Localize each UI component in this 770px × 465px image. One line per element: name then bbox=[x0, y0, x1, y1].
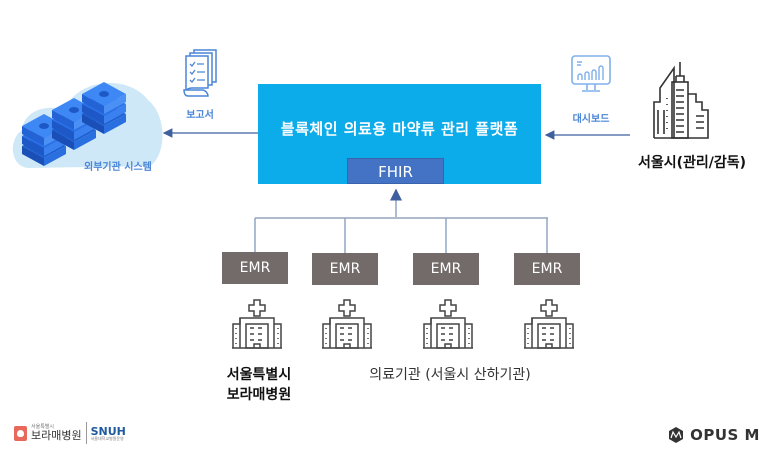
boramae-logo-name: 보라매병원 bbox=[31, 429, 82, 442]
hospital-icon bbox=[421, 298, 477, 354]
logo-divider bbox=[85, 422, 87, 444]
institutions-label: 의료기관 (서울시 산하기관) bbox=[369, 367, 531, 383]
opus-logo-text: OPUS M bbox=[690, 426, 760, 444]
report-label: 보고서 bbox=[186, 110, 214, 121]
boramae-logo-small: 서울특별시 bbox=[31, 424, 55, 430]
emr-box-4[interactable]: EMR bbox=[514, 253, 580, 285]
opus-emblem-icon bbox=[669, 427, 684, 443]
hospital-icon bbox=[320, 298, 376, 354]
city-buildings-icon bbox=[650, 58, 712, 140]
dashboard-label: 대시보드 bbox=[572, 114, 610, 125]
snuh-sub: 서울대학교병원운영 bbox=[90, 435, 124, 441]
emr-box-1[interactable]: EMR bbox=[222, 252, 288, 284]
boramae-emblem-icon bbox=[14, 425, 27, 441]
opus-m-logo: OPUS M bbox=[667, 426, 760, 444]
boramae-label-line2: 보라매병원 bbox=[226, 387, 292, 403]
boramae-label-line1: 서울특별시 bbox=[226, 367, 292, 383]
dashboard-monitor-icon bbox=[570, 54, 612, 98]
platform-title: 블록체인 의료용 마약류 관리 플랫폼 bbox=[280, 120, 519, 138]
hospital-icon bbox=[230, 298, 286, 354]
seoul-label: 서울시(관리/감독) bbox=[638, 155, 747, 171]
report-document-icon bbox=[182, 48, 222, 100]
hospital-icon bbox=[522, 298, 578, 354]
snuh-logo: SNUH bbox=[90, 424, 126, 438]
fhir-box[interactable]: FHIR bbox=[347, 158, 444, 184]
server-stack-icon bbox=[12, 82, 163, 168]
boramae-snuh-logo: 서울특별시 보라매병원 SNUH 서울대학교병원운영 bbox=[14, 422, 126, 444]
external-system[interactable] bbox=[8, 70, 168, 180]
emr-box-3[interactable]: EMR bbox=[413, 253, 479, 285]
external-system-label: 외부기관 시스템 bbox=[84, 162, 152, 173]
emr-box-2[interactable]: EMR bbox=[312, 253, 378, 285]
